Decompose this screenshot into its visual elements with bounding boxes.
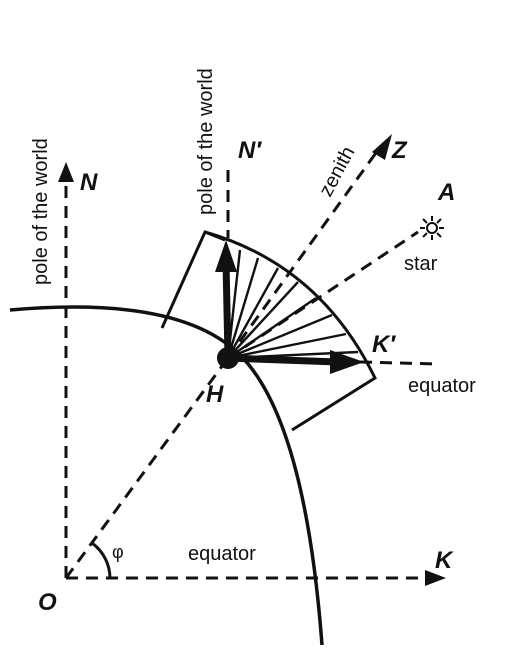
star-line — [227, 230, 419, 360]
angle-phi-arc — [91, 541, 112, 579]
radius-line — [64, 357, 230, 579]
label-H: H — [206, 381, 224, 408]
observer-point-H — [217, 347, 239, 369]
label-phi: φ — [112, 542, 124, 562]
label-pole-left: pole of the world — [30, 138, 52, 285]
label-O: O — [38, 589, 57, 616]
equator-arrow-shaft — [227, 354, 339, 366]
star-sun-icon — [420, 216, 444, 240]
label-equator-bottom: equator — [188, 543, 256, 565]
label-Z: Z — [391, 137, 408, 164]
K-arrowhead — [425, 570, 446, 586]
N-arrowhead — [58, 162, 74, 182]
label-zenith: zenith — [315, 143, 359, 200]
label-N: N — [80, 169, 98, 196]
label-K-prime: K′ — [372, 331, 396, 358]
fan-lines — [226, 249, 359, 360]
label-equator-top: equator — [408, 375, 476, 397]
label-A: A — [437, 179, 455, 206]
instrument-back-edge — [204, 230, 226, 242]
zenith-line — [226, 149, 380, 359]
label-star: star — [404, 253, 438, 275]
dashed-lines — [64, 149, 439, 580]
Z-arrowhead — [372, 134, 392, 160]
label-K: K — [435, 547, 454, 574]
label-N-prime: N′ — [238, 137, 262, 164]
equator-arrowhead — [330, 350, 364, 374]
pole-arrow-shaft — [222, 261, 232, 359]
label-pole-right: pole of the world — [195, 68, 217, 215]
pole-arrowhead — [215, 240, 237, 272]
local-equator-line — [359, 360, 439, 366]
